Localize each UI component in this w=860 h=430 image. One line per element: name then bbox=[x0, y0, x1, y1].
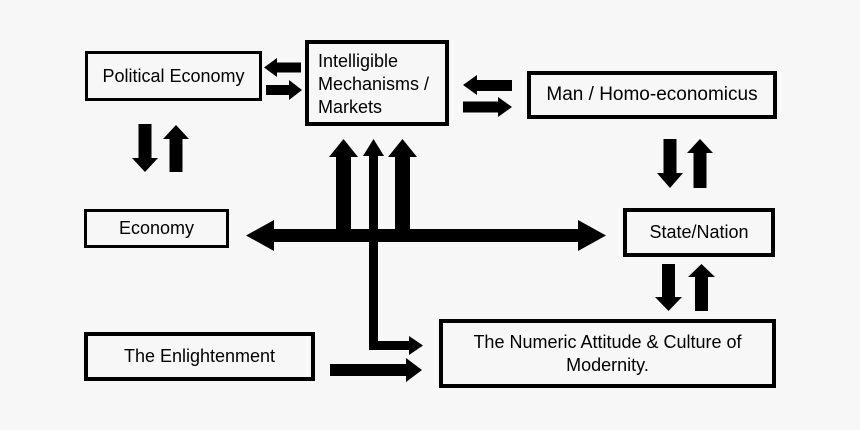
node-political-economy: Political Economy bbox=[85, 51, 262, 101]
arrow-state-down-to-numeric-icon bbox=[655, 264, 682, 311]
node-economy-label: Economy bbox=[118, 218, 195, 239]
arrow-pe-down-to-economy-icon bbox=[132, 124, 158, 172]
node-enlightenment-label: The Enlightenment bbox=[123, 346, 276, 367]
node-economy: Economy bbox=[84, 209, 229, 248]
arrow-numeric-up-to-state-icon bbox=[688, 264, 715, 311]
arrow-axis-up-to-im-left-icon bbox=[329, 139, 358, 242]
arrow-enlightenment-to-numeric-icon bbox=[330, 358, 422, 382]
arrow-axis-up-to-im-right-icon bbox=[388, 139, 417, 242]
node-political-economy-label: Political Economy bbox=[102, 65, 245, 86]
arrow-im-to-man-icon bbox=[463, 97, 512, 117]
arrow-state-up-to-man-icon bbox=[687, 139, 713, 188]
arrow-pe-to-im-icon bbox=[266, 80, 302, 100]
node-intelligible-mechanisms-label: Intelligible Mechanisms / Markets bbox=[318, 51, 430, 117]
node-man-homo-economicus-label: Man / Homo-economicus bbox=[546, 84, 758, 106]
arrow-im-numeric-bent-double-icon bbox=[363, 139, 423, 355]
node-enlightenment: The Enlightenment bbox=[84, 332, 315, 381]
node-man-homo-economicus: Man / Homo-economicus bbox=[527, 71, 777, 119]
node-numeric-attitude: The Numeric Attitude & Culture of Modern… bbox=[439, 319, 776, 388]
arrow-economy-up-to-pe-icon bbox=[163, 125, 189, 172]
arrow-man-to-im-icon bbox=[463, 75, 512, 95]
node-state-nation: State/Nation bbox=[623, 208, 775, 257]
arrow-man-down-to-state-icon bbox=[657, 139, 683, 188]
node-state-nation-label: State/Nation bbox=[649, 222, 749, 243]
node-intelligible-mechanisms: Intelligible Mechanisms / Markets bbox=[305, 40, 449, 126]
node-numeric-attitude-label: The Numeric Attitude & Culture of Modern… bbox=[473, 331, 742, 375]
arrow-im-to-pe-icon bbox=[264, 58, 301, 77]
arrow-economy-state-double-icon bbox=[246, 220, 606, 251]
